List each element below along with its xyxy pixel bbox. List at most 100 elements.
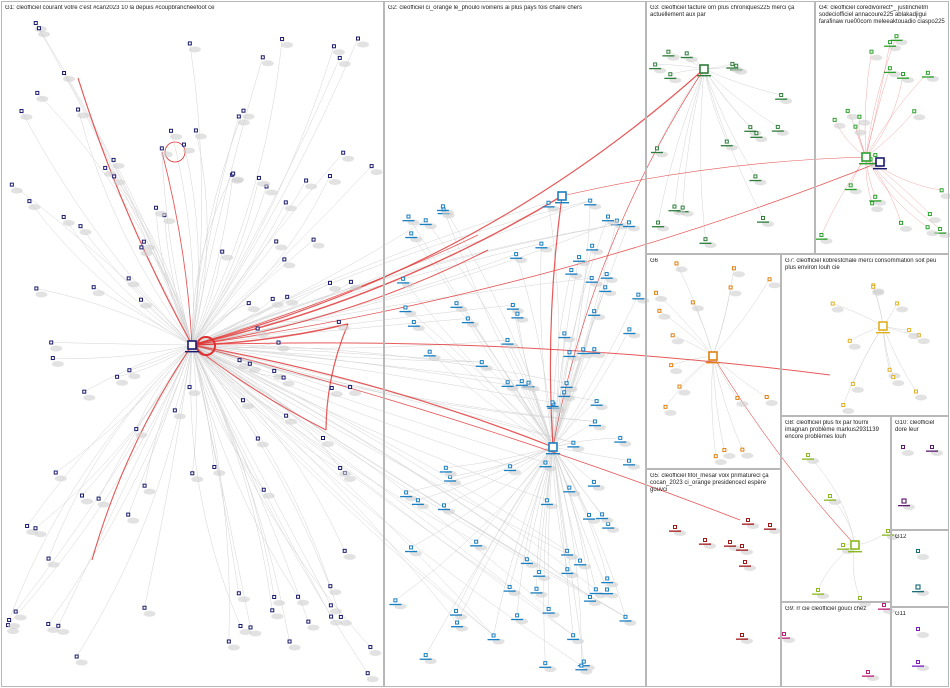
g4-node[interactable] xyxy=(921,70,939,82)
g3-node[interactable] xyxy=(775,93,793,105)
g2-node[interactable] xyxy=(450,301,468,313)
g1-node[interactable] xyxy=(76,107,90,119)
g1-node[interactable] xyxy=(212,464,226,476)
g3-node[interactable] xyxy=(652,220,670,232)
g11-node[interactable] xyxy=(916,627,930,639)
g1-node[interactable] xyxy=(193,128,207,140)
g4-node[interactable] xyxy=(844,183,862,195)
g1-node[interactable] xyxy=(226,639,240,651)
g1-node[interactable] xyxy=(141,239,155,251)
g1-node[interactable] xyxy=(285,294,299,306)
g2-node[interactable] xyxy=(560,381,578,393)
g1-node[interactable] xyxy=(348,279,362,291)
hub-node[interactable] xyxy=(697,64,711,77)
g1-node[interactable] xyxy=(328,603,342,615)
g1-node[interactable] xyxy=(240,398,254,410)
g1-node[interactable] xyxy=(187,385,201,397)
g7-node[interactable] xyxy=(907,328,921,340)
g2-node[interactable] xyxy=(622,220,640,232)
g6-node[interactable] xyxy=(731,266,745,278)
g8-node[interactable] xyxy=(802,453,819,465)
g1-node[interactable] xyxy=(236,591,250,603)
g2-node[interactable] xyxy=(542,606,560,618)
g4-node[interactable] xyxy=(925,225,939,237)
g1-node[interactable] xyxy=(246,301,260,313)
g4-node[interactable] xyxy=(927,212,941,224)
g1-node[interactable] xyxy=(284,413,298,425)
g1-node[interactable] xyxy=(56,623,70,635)
hub-node[interactable] xyxy=(859,152,873,165)
g1-node[interactable] xyxy=(53,470,67,482)
g2-node[interactable] xyxy=(563,350,581,362)
g5-node[interactable] xyxy=(736,544,753,556)
g6-node[interactable] xyxy=(657,308,671,320)
g2-node[interactable] xyxy=(405,231,423,243)
g7-node[interactable] xyxy=(841,403,855,415)
g2-node[interactable] xyxy=(596,512,614,524)
g3-node[interactable] xyxy=(650,146,668,158)
g4-node[interactable] xyxy=(939,188,950,200)
g4-node[interactable] xyxy=(869,194,887,206)
g1-node[interactable] xyxy=(190,471,204,483)
g5-node[interactable] xyxy=(736,633,753,645)
g5-node[interactable] xyxy=(742,518,759,530)
g1-node[interactable] xyxy=(33,526,47,538)
g2-node[interactable] xyxy=(450,608,468,620)
g9-node[interactable] xyxy=(778,632,795,644)
g1-node[interactable] xyxy=(348,385,362,397)
g1-node[interactable] xyxy=(274,239,288,251)
g1-node[interactable] xyxy=(50,356,64,368)
g4-node[interactable] xyxy=(890,34,908,46)
g1-node[interactable] xyxy=(220,249,234,261)
g1-node[interactable] xyxy=(365,671,379,683)
g2-node[interactable] xyxy=(588,347,606,359)
g2-node[interactable] xyxy=(444,474,462,486)
g1-node[interactable] xyxy=(283,200,297,212)
g2-node[interactable] xyxy=(419,218,437,230)
g1-node[interactable] xyxy=(78,224,92,236)
g4-node[interactable] xyxy=(934,226,950,238)
g10-node[interactable] xyxy=(901,445,915,457)
g7-node[interactable] xyxy=(850,381,864,393)
g8-node[interactable] xyxy=(812,588,829,600)
g3-node[interactable] xyxy=(720,139,738,151)
g2-node[interactable] xyxy=(622,458,640,470)
g2-node[interactable] xyxy=(423,349,441,361)
g1-node[interactable] xyxy=(320,436,334,448)
g1-node[interactable] xyxy=(304,178,318,190)
g1-node[interactable] xyxy=(328,280,342,292)
g3-node[interactable] xyxy=(699,237,717,249)
g2-node[interactable] xyxy=(511,613,529,625)
g7-node[interactable] xyxy=(847,338,861,350)
g6-node[interactable] xyxy=(764,394,778,406)
g2-node[interactable] xyxy=(402,214,420,226)
g2-node[interactable] xyxy=(539,661,557,673)
g1-node[interactable] xyxy=(61,214,75,226)
g1-node[interactable] xyxy=(187,41,201,53)
g2-node[interactable] xyxy=(436,204,454,216)
g4-node[interactable] xyxy=(912,109,926,121)
g2-node[interactable] xyxy=(400,490,418,502)
g2-node[interactable] xyxy=(515,379,533,391)
g6-node[interactable] xyxy=(728,285,742,297)
g1-node[interactable] xyxy=(328,584,342,596)
g7-node[interactable] xyxy=(895,301,909,313)
g1-node[interactable] xyxy=(142,605,156,617)
g2-node[interactable] xyxy=(558,390,576,402)
g1-node[interactable] xyxy=(126,512,140,524)
g2-node[interactable] xyxy=(389,598,407,610)
g2-node[interactable] xyxy=(583,594,601,606)
g2-node[interactable] xyxy=(503,584,521,596)
g1-node[interactable] xyxy=(329,614,343,626)
g2-node[interactable] xyxy=(451,620,469,632)
g4-node[interactable] xyxy=(869,49,883,61)
g9-node[interactable] xyxy=(878,603,895,615)
g6-node[interactable] xyxy=(735,395,749,407)
g10-node[interactable] xyxy=(926,445,943,457)
g5-node[interactable] xyxy=(669,525,686,537)
g2-node[interactable] xyxy=(586,243,604,255)
g1-node[interactable] xyxy=(342,548,356,560)
g2-node[interactable] xyxy=(585,276,603,288)
g4-node[interactable] xyxy=(857,114,871,126)
g1-node[interactable] xyxy=(49,340,63,352)
